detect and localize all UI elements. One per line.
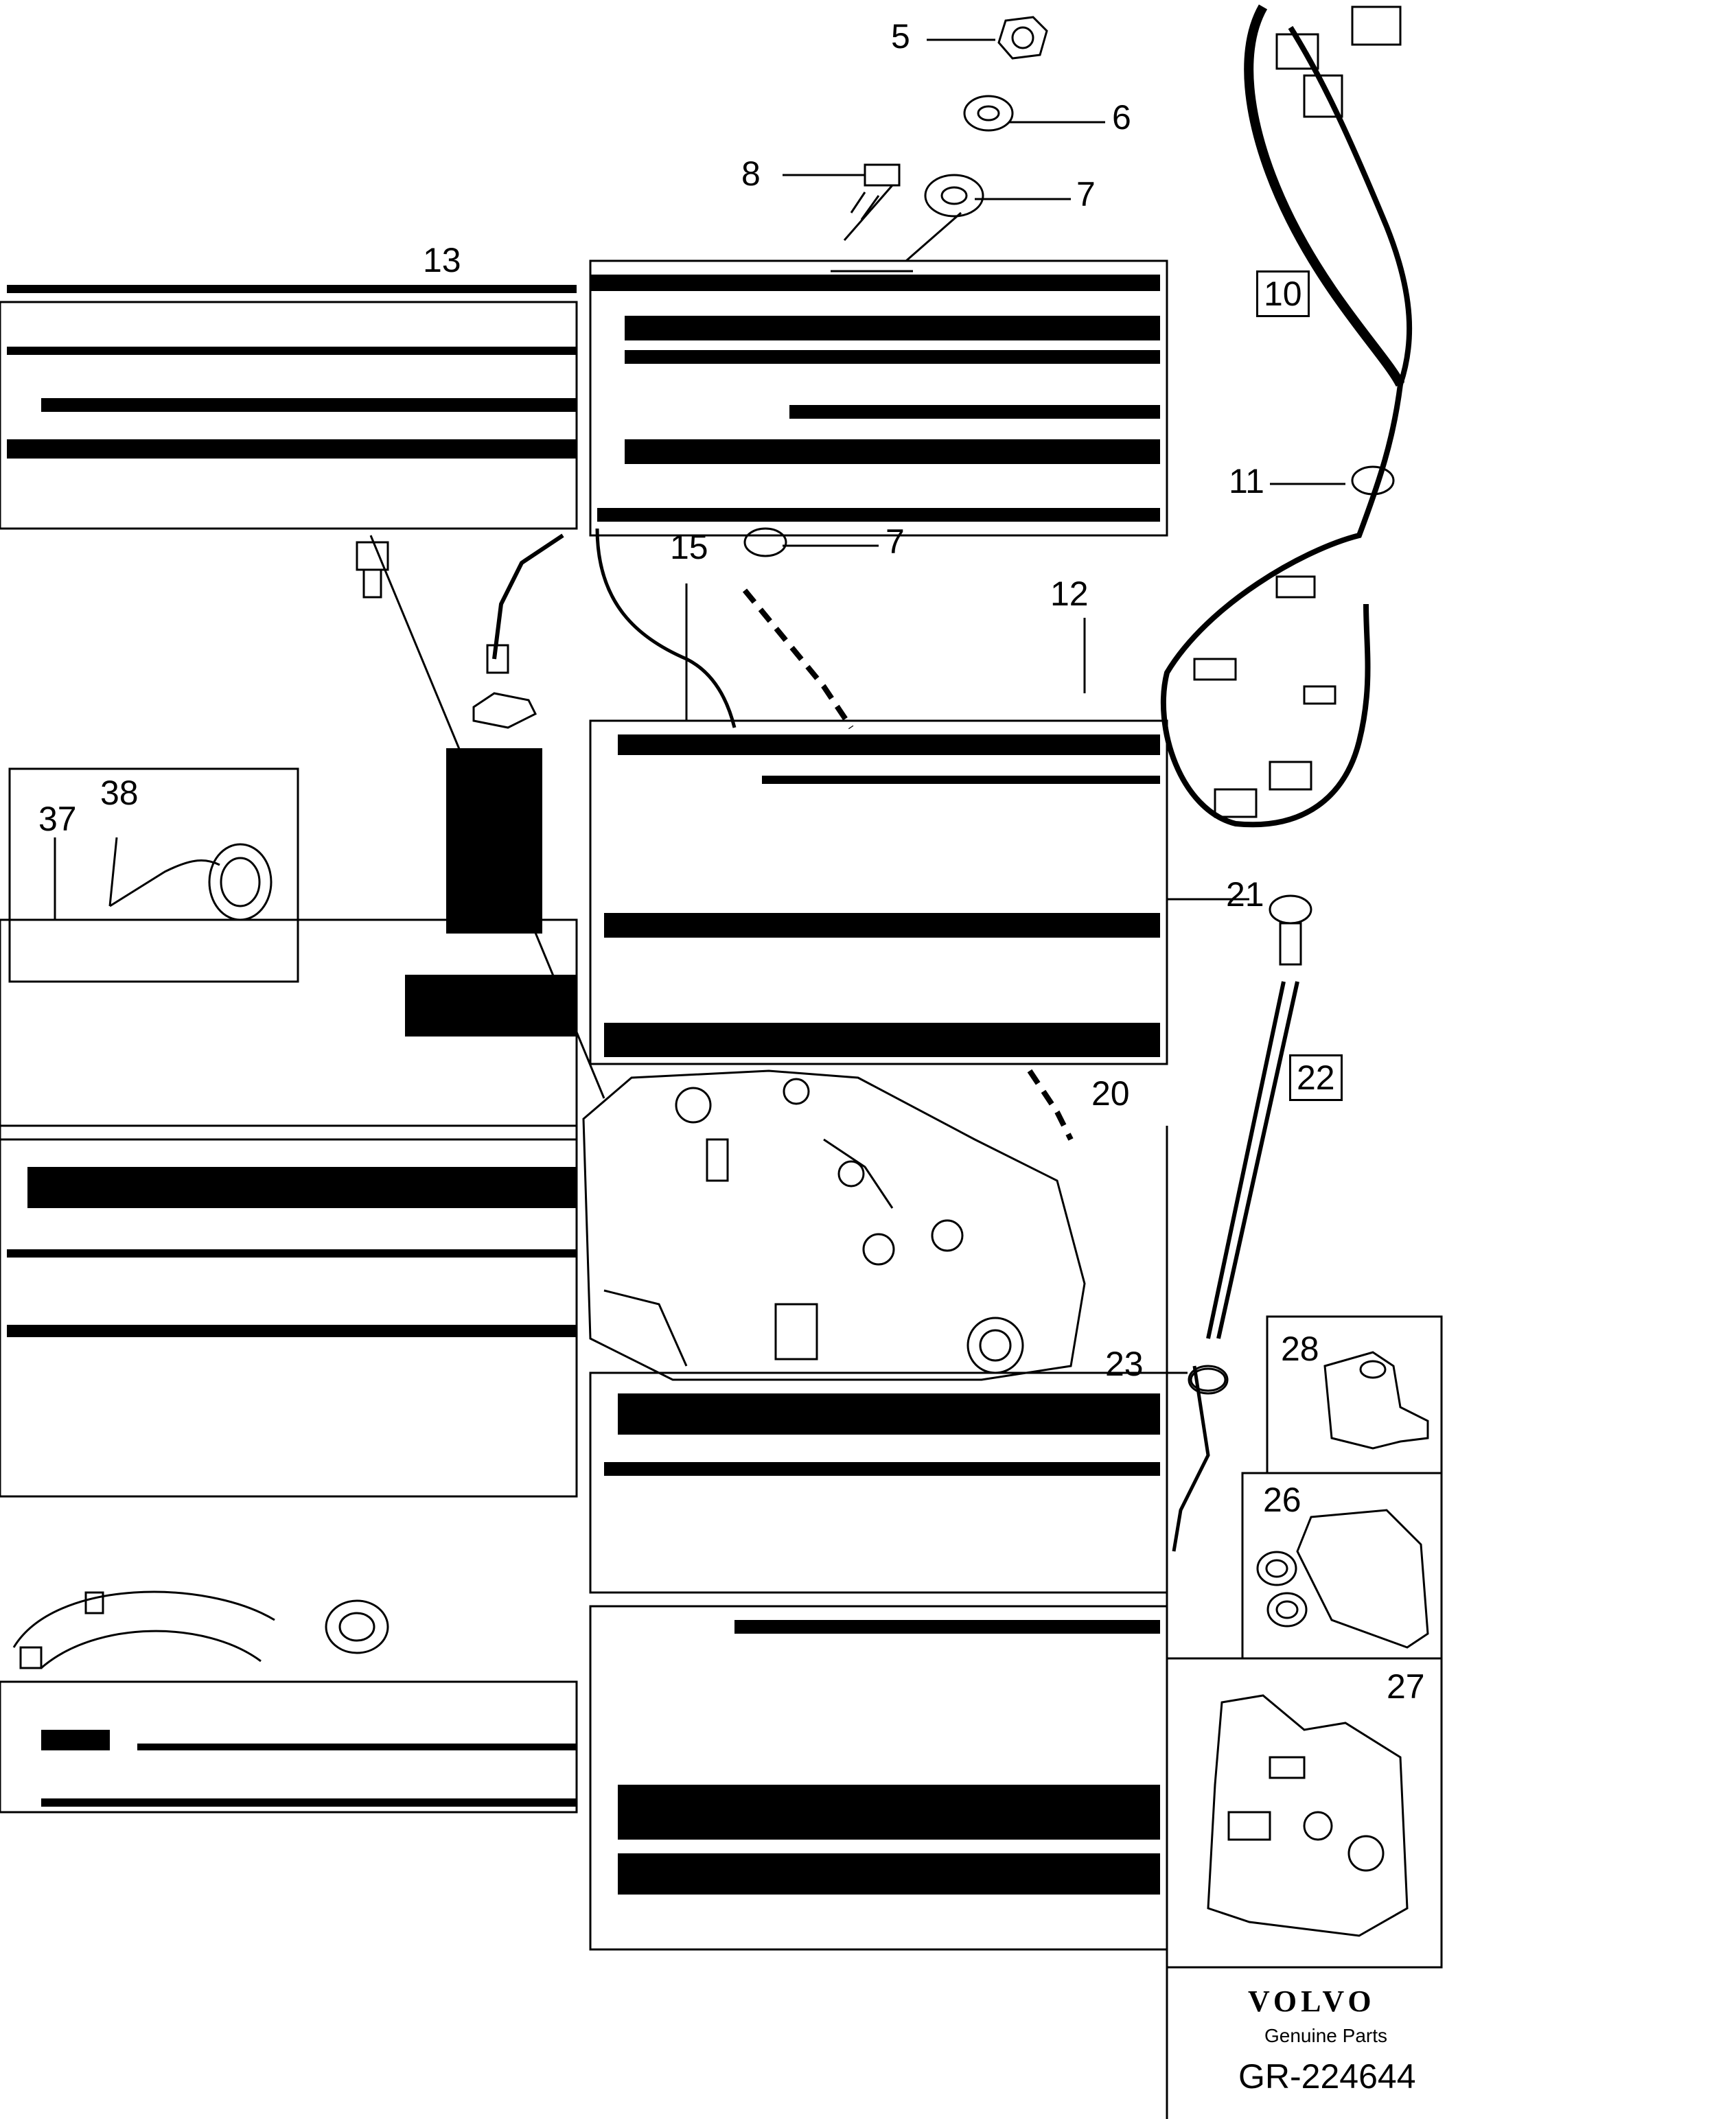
hidden-line	[742, 588, 854, 730]
hidden-line-2	[1027, 1069, 1074, 1141]
callout-26: 26	[1263, 1481, 1301, 1519]
speed-sensor-part	[356, 533, 564, 729]
callout-23: 23	[1105, 1345, 1144, 1383]
callout-37: 37	[38, 800, 77, 838]
callout-15: 15	[670, 528, 708, 566]
cable-part	[595, 528, 737, 728]
callout-5: 5	[891, 17, 910, 56]
dipstick-part	[1172, 894, 1312, 1552]
callout-11: 11	[1229, 462, 1264, 500]
volvo-logo: VOLVO	[1248, 1984, 1376, 2018]
callout-38: 38	[100, 774, 139, 812]
genuine-parts-label: Genuine Parts	[1264, 2025, 1387, 2046]
callout-28: 28	[1281, 1330, 1319, 1368]
spring-washer-part	[963, 95, 1014, 132]
callout-22: 22	[1289, 1054, 1343, 1101]
nut-part	[997, 16, 1048, 60]
callout-13: 13	[423, 241, 461, 279]
transmission-housing	[582, 1069, 1086, 1381]
drawing-outlines	[0, 259, 1168, 2119]
wiring-harness-part	[1160, 4, 1413, 828]
callout-7-middle: 7	[886, 522, 905, 561]
flat-washer-part	[924, 174, 984, 218]
callout-7-top: 7	[1076, 175, 1096, 213]
callout-21: 21	[1226, 875, 1264, 914]
callout-8: 8	[741, 154, 761, 193]
torque-converter-part	[12, 1590, 275, 1669]
diagram-reference: GR-224644	[1238, 2057, 1416, 2096]
callout-12: 12	[1050, 575, 1089, 613]
callout-6: 6	[1112, 98, 1131, 137]
stud-bolt-part	[850, 163, 901, 220]
grommet-part	[743, 527, 787, 557]
o-ring-part	[1190, 1367, 1227, 1392]
callout-20: 20	[1091, 1074, 1130, 1113]
oil-seal-part	[325, 1599, 389, 1654]
inset-box-37-38	[8, 767, 299, 983]
callout-27: 27	[1387, 1667, 1425, 1706]
callout-10: 10	[1256, 270, 1310, 317]
drawing-bands	[7, 275, 1160, 1895]
